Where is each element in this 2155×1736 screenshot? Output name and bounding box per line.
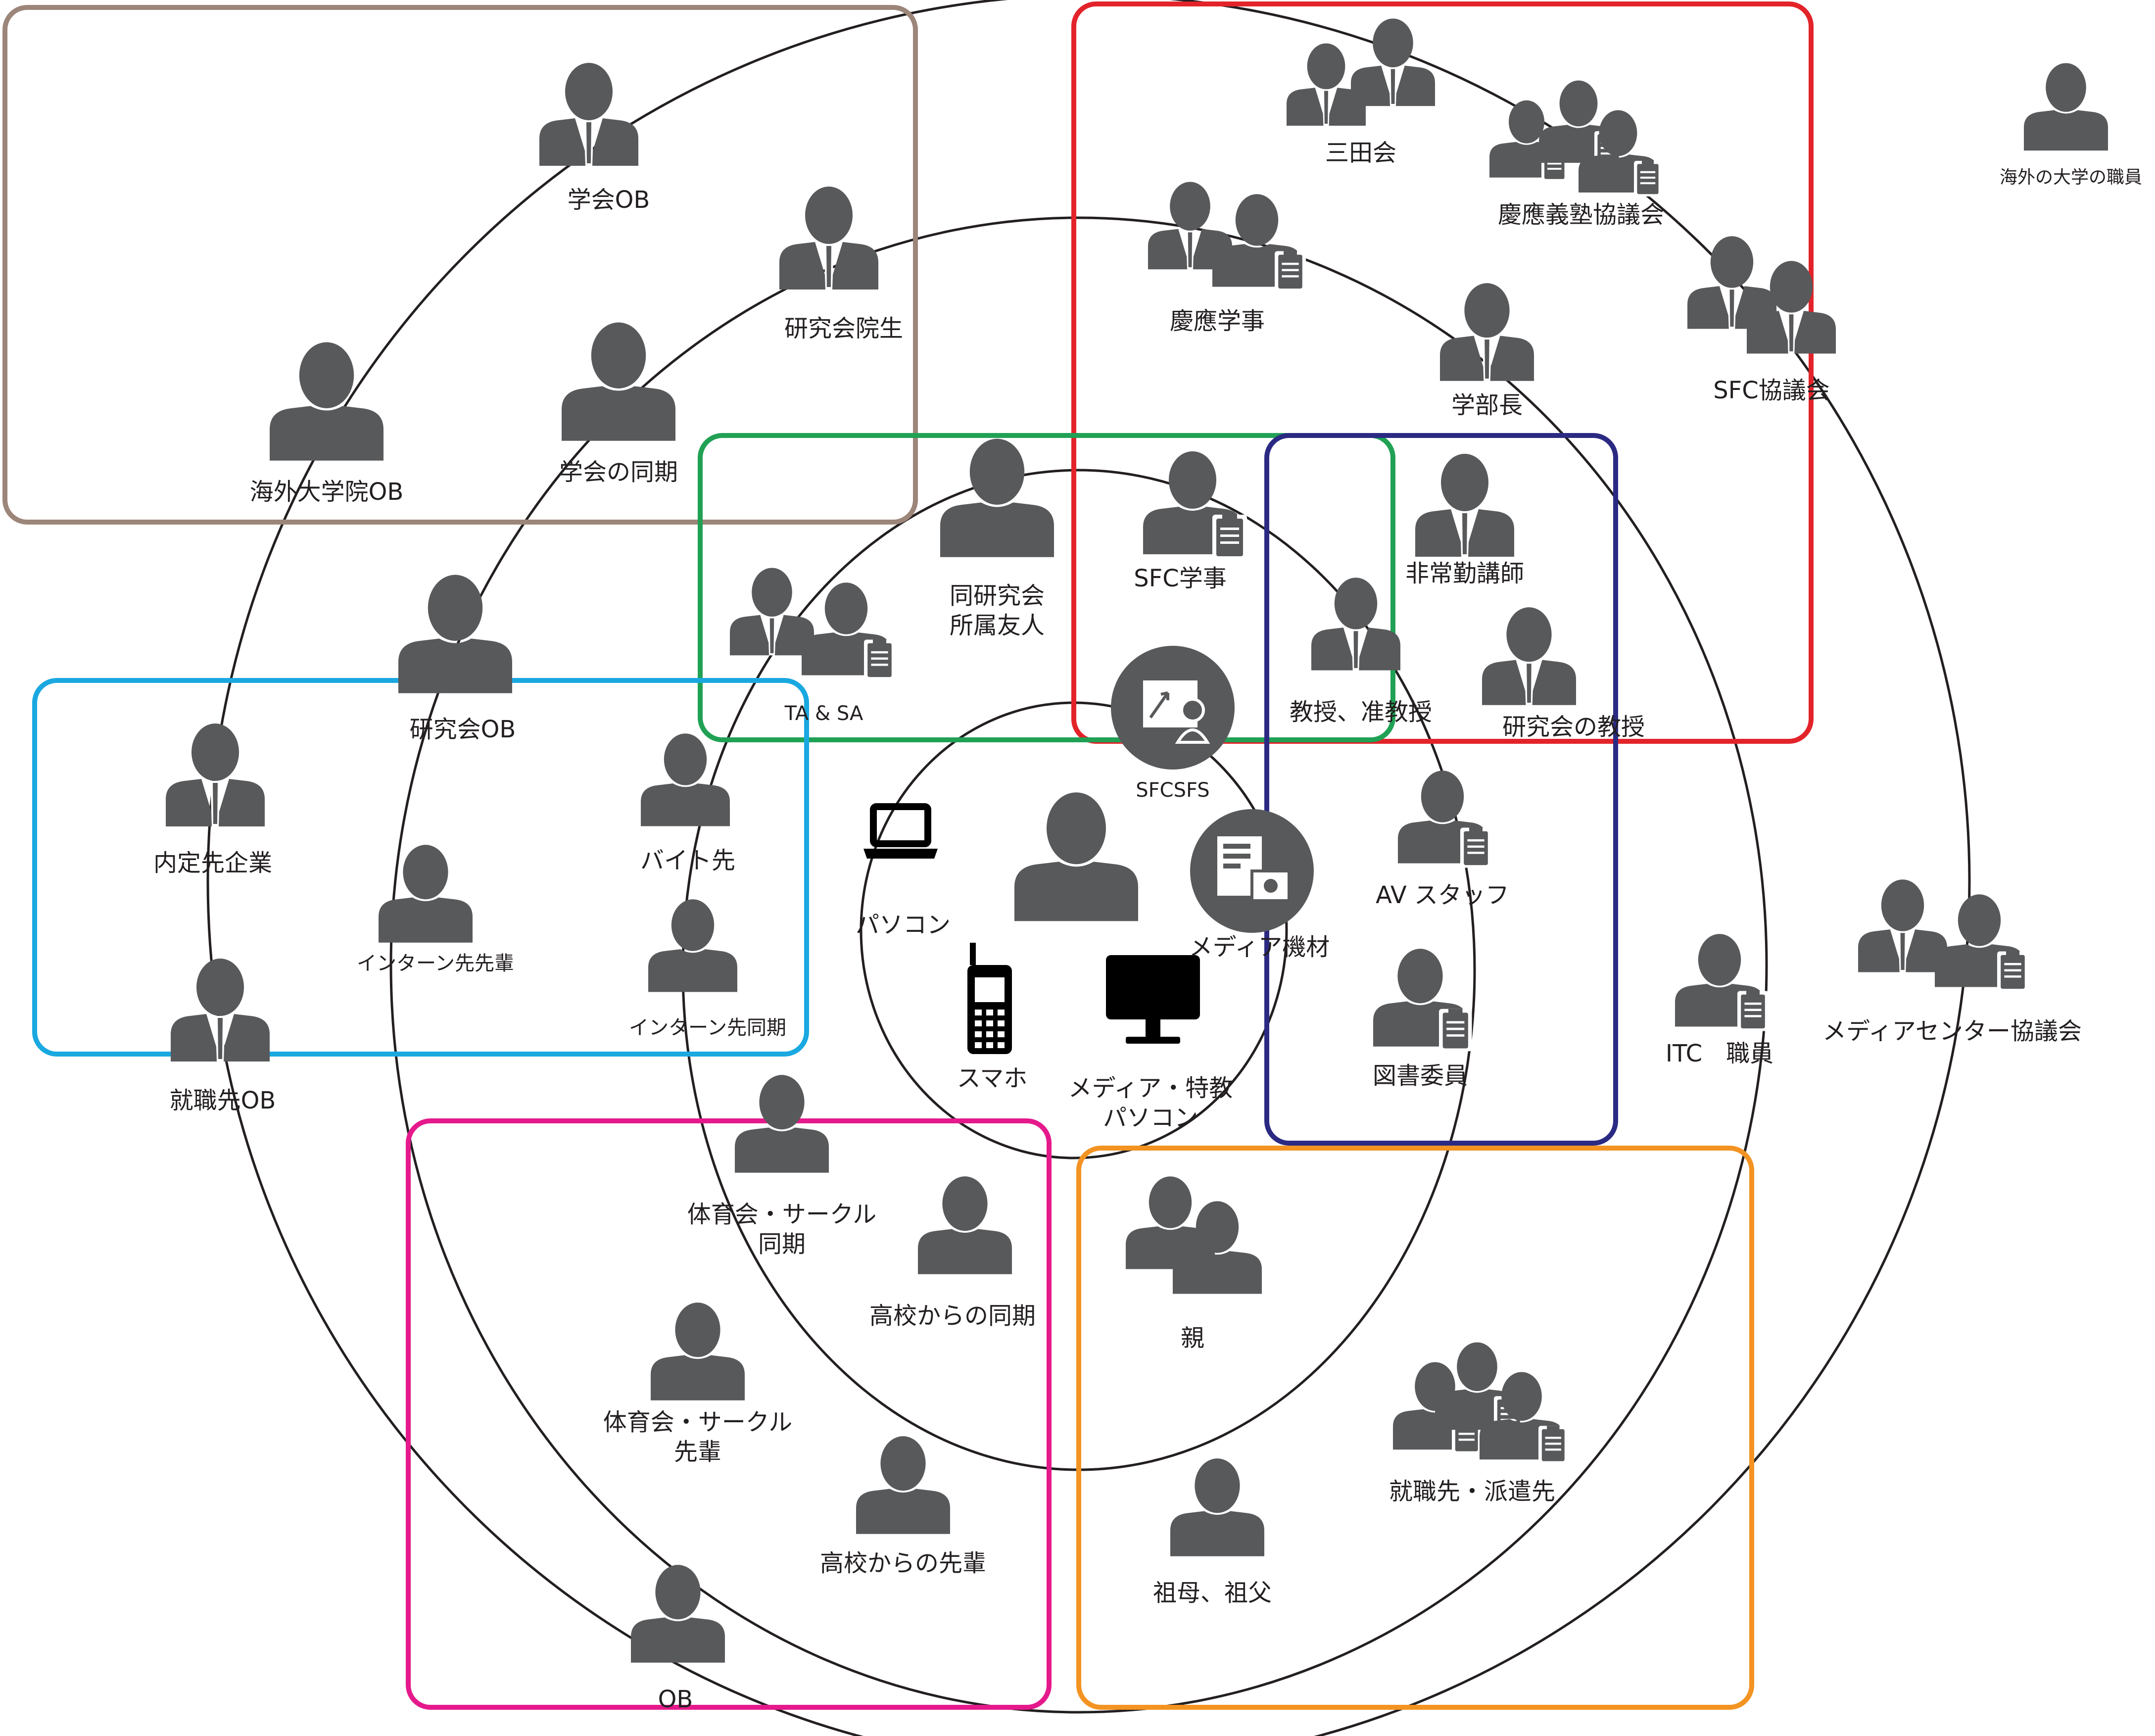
labels: 学会OB 研究会院生 海外大学院OB 学会の同期 三田会 慶應義塾協議会 慶應学… bbox=[153, 139, 2142, 1713]
smartphone-icon bbox=[967, 943, 1012, 1054]
label-baito: バイト先 bbox=[640, 847, 735, 874]
group-frame-faculty bbox=[1264, 433, 1618, 1146]
label-sfcsfs: SFCSFS bbox=[1136, 779, 1209, 802]
label-intern-doki: インターン先同期 bbox=[629, 1016, 786, 1039]
sfcsfs-icon bbox=[1111, 646, 1235, 770]
person-icon bbox=[270, 342, 383, 461]
person-icon bbox=[651, 1302, 745, 1400]
person-icon bbox=[562, 322, 675, 441]
label-itc: ITC 職員 bbox=[1666, 1040, 1773, 1067]
person-icon bbox=[641, 733, 730, 826]
person-icon bbox=[1398, 771, 1491, 868]
person-icon bbox=[648, 899, 737, 992]
group-frame-club bbox=[406, 1118, 1052, 1710]
label-keio-gakuji: 慶應学事 bbox=[1170, 307, 1265, 335]
label-kaigai-shokuin: 海外の大学の職員 bbox=[2000, 167, 2142, 188]
label-gakubucho: 学部長 bbox=[1451, 391, 1523, 419]
person-icon bbox=[2024, 63, 2108, 151]
laptop-icon bbox=[863, 803, 938, 859]
label-tosho: 図書委員 bbox=[1373, 1062, 1468, 1090]
person-icon bbox=[918, 1176, 1012, 1274]
label-media-center: メディアセンター協議会 bbox=[1822, 1017, 2082, 1045]
person-icon bbox=[171, 959, 270, 1061]
person-icon bbox=[1415, 454, 1514, 557]
label-shushoku-haken: 就職先・派遣先 bbox=[1389, 1478, 1555, 1505]
person-icon bbox=[539, 63, 638, 166]
label-mitakai: 三田会 bbox=[1325, 139, 1396, 167]
label-keio-kyogikai: 慶應義塾協議会 bbox=[1498, 201, 1664, 229]
label-media-pc-2: パソコン bbox=[1103, 1104, 1198, 1132]
person-icon bbox=[631, 1565, 725, 1663]
ring-third bbox=[389, 216, 1768, 1714]
label-ob: OB bbox=[658, 1686, 693, 1713]
label-doken-yujin-1: 同研究会 bbox=[950, 582, 1045, 610]
person-icon bbox=[166, 723, 265, 826]
group-frame-research bbox=[2, 5, 918, 525]
person-icon bbox=[398, 575, 512, 693]
label-sfc-kyogikai: SFC協議会 bbox=[1713, 377, 1830, 404]
media-equipment-icon bbox=[1190, 809, 1314, 933]
person-icon bbox=[1014, 792, 1138, 921]
label-oya: 親 bbox=[1181, 1324, 1204, 1352]
person-icon bbox=[779, 187, 878, 289]
center-devices bbox=[863, 646, 1314, 1054]
label-gakkai-doki: 学会の同期 bbox=[559, 458, 678, 486]
label-hijokin: 非常勤講師 bbox=[1405, 560, 1524, 587]
label-intern-senpai: インターン先先輩 bbox=[357, 952, 514, 975]
label-club-senpai-1: 体育会・サークル bbox=[603, 1408, 793, 1436]
ring-outer bbox=[207, 0, 1970, 1736]
person-icon bbox=[1675, 934, 1769, 1031]
person-icon bbox=[1858, 879, 1947, 972]
label-media-kizai: メディア機材 bbox=[1189, 933, 1330, 961]
label-kenkyukai-insei: 研究会院生 bbox=[784, 315, 903, 342]
group-frame-family bbox=[1076, 1146, 1754, 1710]
label-kaigai-daigakuin-ob: 海外大学院OB bbox=[250, 478, 404, 506]
group-frame-keio bbox=[1071, 1, 1814, 744]
group-frame-lab bbox=[698, 433, 1395, 742]
person-icon bbox=[1373, 949, 1472, 1052]
label-koko-senpai: 高校からの先輩 bbox=[820, 1549, 986, 1577]
desktop-monitor-icon bbox=[1106, 955, 1200, 1044]
person-icon bbox=[940, 438, 1054, 557]
person-icon bbox=[1440, 283, 1534, 381]
label-club-doki-1: 体育会・サークル bbox=[687, 1201, 877, 1228]
person-icon bbox=[1311, 578, 1400, 671]
person-icon bbox=[856, 1436, 950, 1534]
person-icon bbox=[1170, 1458, 1264, 1556]
label-gakkai-ob: 学会OB bbox=[568, 186, 650, 214]
label-club-senpai-2: 先輩 bbox=[674, 1438, 721, 1466]
label-kyoju: 教授、准教授 bbox=[1290, 698, 1432, 726]
label-koko-doki: 高校からの同期 bbox=[869, 1302, 1036, 1330]
label-doken-yujin-2: 所属友人 bbox=[950, 612, 1045, 639]
label-sfc-gakuji: SFC学事 bbox=[1134, 565, 1227, 592]
label-ta-sa: TA & SA bbox=[784, 702, 863, 725]
label-naitei: 内定先企業 bbox=[153, 849, 272, 877]
label-sofubo: 祖母、祖父 bbox=[1153, 1579, 1272, 1607]
label-club-doki-2: 同期 bbox=[758, 1230, 806, 1258]
label-shushoku-ob: 就職先OB bbox=[170, 1087, 276, 1114]
label-kenkyukai-ob: 研究会OB bbox=[410, 716, 516, 743]
person-icon bbox=[1935, 894, 2028, 992]
label-kenkyukai-kyoju: 研究会の教授 bbox=[1502, 713, 1645, 741]
person-icon bbox=[1143, 451, 1247, 559]
person-icon bbox=[735, 1075, 829, 1173]
person-icon bbox=[1482, 607, 1576, 705]
group-frames bbox=[2, 1, 1814, 1710]
person-icon bbox=[379, 845, 473, 943]
label-av-staff: AV スタッフ bbox=[1376, 881, 1509, 909]
label-sumaho: スマホ bbox=[957, 1064, 1028, 1092]
label-media-pc-1: メディア・特教 bbox=[1068, 1074, 1233, 1102]
label-pasokon: パソコン bbox=[856, 911, 951, 939]
